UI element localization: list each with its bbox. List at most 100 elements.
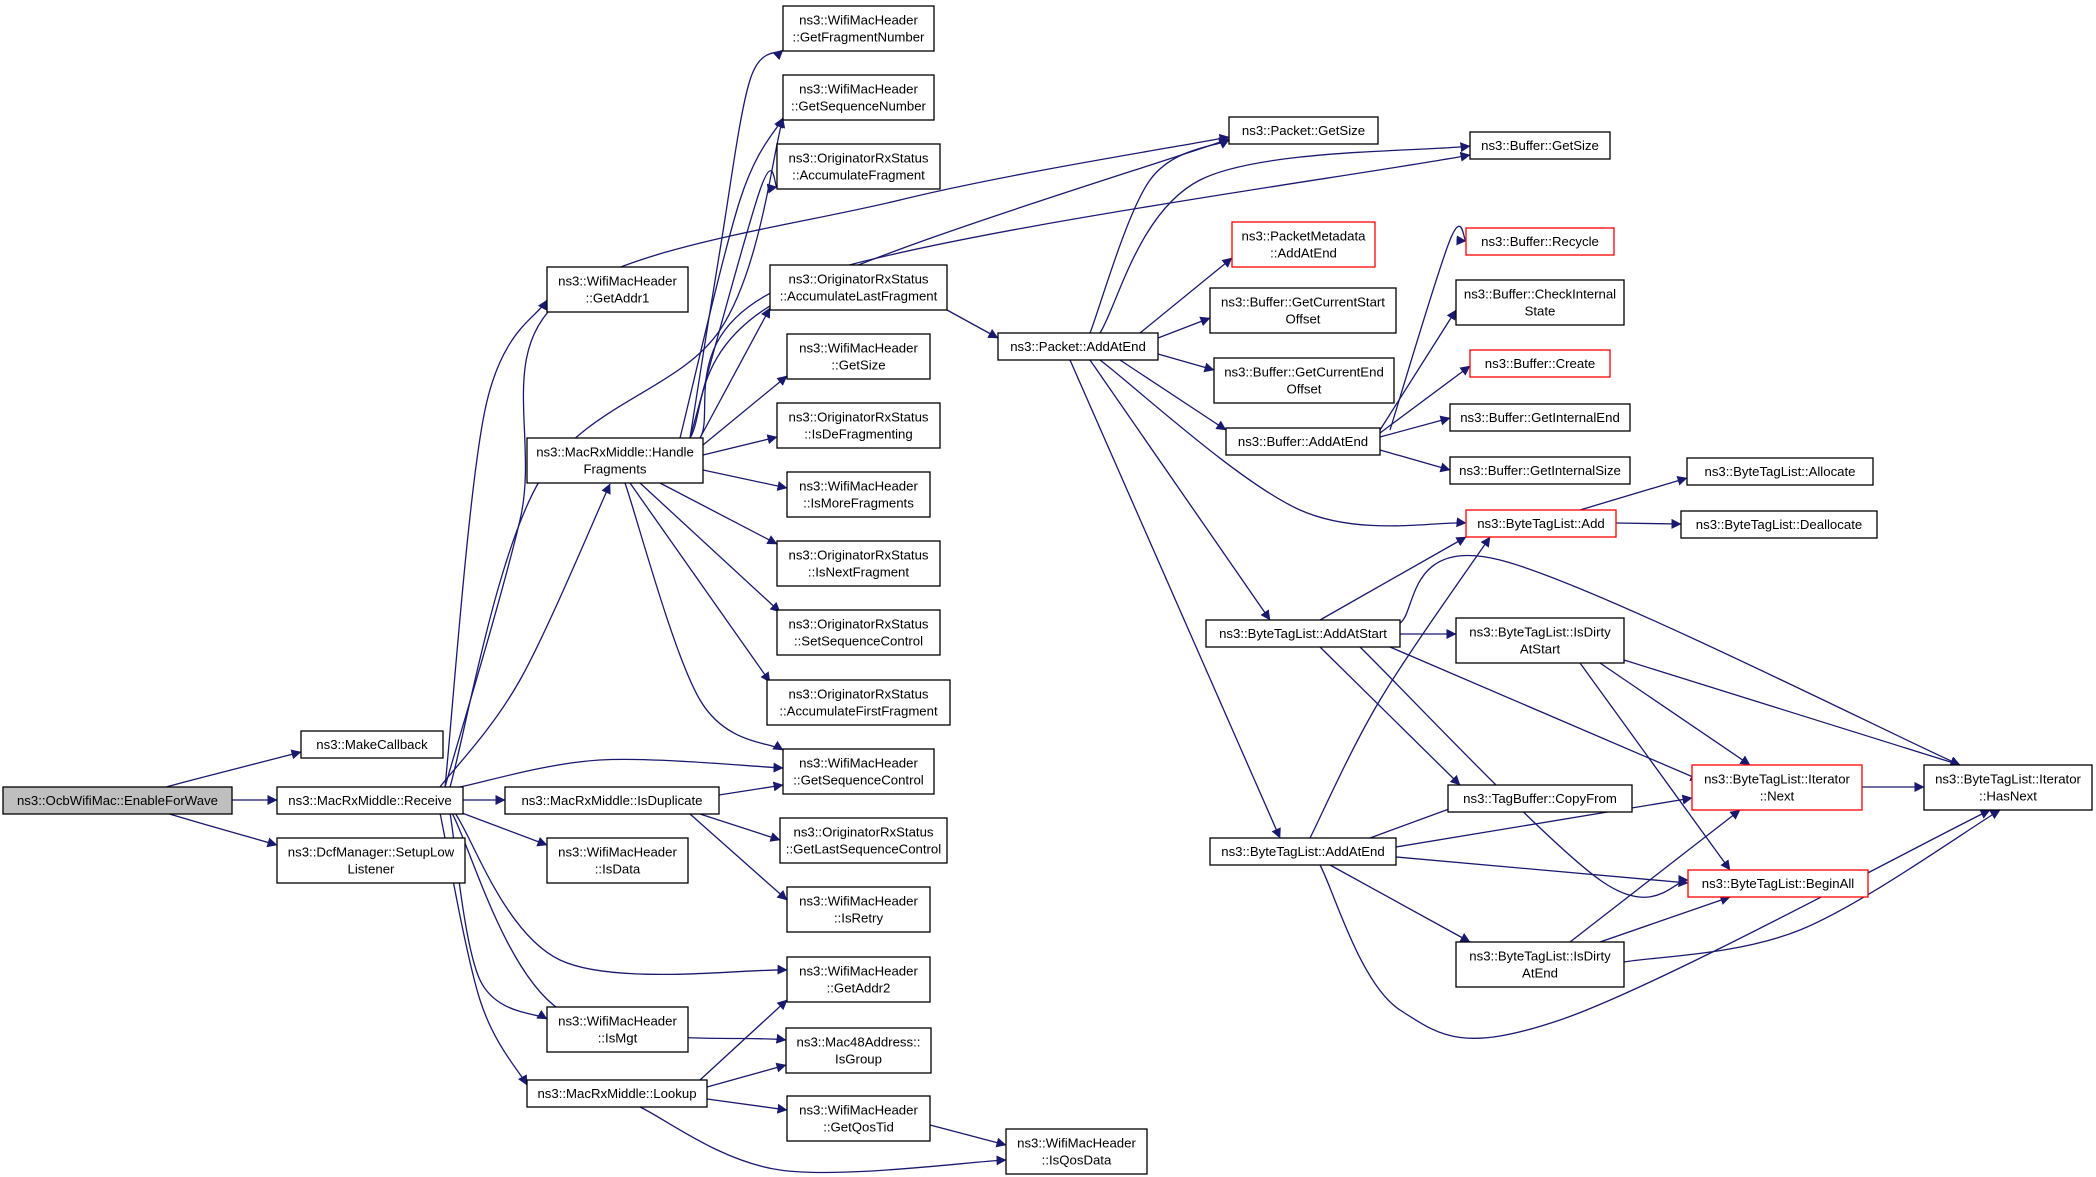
node-beginall[interactable]: ns3::ByteTagList::BeginAll [1687,869,1869,898]
node-getqostid[interactable]: ns3::WifiMacHeader::GetQosTid [786,1095,931,1142]
edge-bufaddatend-to-bufcheck [1379,309,1457,431]
node-acclast[interactable]: ns3::OriginatorRxStatus::AccumulateLastF… [769,264,948,311]
node-isqosdata[interactable]: ns3::WifiMacHeader::IsQosData [1005,1128,1148,1175]
edge-handlefrag-to-getfragnum [689,49,784,439]
node-getseqnum[interactable]: ns3::WifiMacHeader::GetSequenceNumber [782,74,935,121]
edge-receive-to-getseqctl [459,758,784,788]
node-label: IsGroup [835,1052,882,1067]
node-label: ::AccumulateFirstFragment [779,704,938,719]
node-bufintsize[interactable]: ns3::Buffer::GetInternalSize [1449,456,1631,485]
node-isretry[interactable]: ns3::WifiMacHeader::IsRetry [786,886,931,933]
edge-btldirtystart-to-beginall [1579,662,1731,871]
node-box [504,786,720,815]
node-bufintend[interactable]: ns3::Buffer::GetInternalEnd [1449,403,1631,432]
node-label: ns3::Buffer::GetCurrentStart [1221,295,1385,310]
node-label: ns3::Packet::GetSize [1242,123,1365,138]
node-box [1687,869,1869,898]
node-isgroup[interactable]: ns3::Mac48Address::IsGroup [785,1027,932,1074]
node-isdup[interactable]: ns3::MacRxMiddle::IsDuplicate [504,786,720,815]
node-setseqctl[interactable]: ns3::OriginatorRxStatus::SetSequenceCont… [776,609,941,656]
node-label: ns3::WifiMacHeader [799,82,918,97]
node-box [276,837,466,884]
node-box [526,437,704,484]
node-receive[interactable]: ns3::MacRxMiddle::Receive [276,786,464,815]
node-label: ::GetSequenceNumber [791,99,926,114]
node-label: ::GetAddr2 [827,981,891,996]
node-label: ns3::WifiMacHeader [799,479,918,494]
node-box [786,333,931,380]
node-btladdatstart[interactable]: ns3::ByteTagList::AddAtStart [1205,619,1401,648]
node-pktgetsize[interactable]: ns3::Packet::GetSize [1228,116,1379,145]
node-label: ns3::OcbWifiMac::EnableForWave [17,793,218,808]
node-label: ns3::ByteTagList::IsDirty [1469,625,1611,640]
edge-btladdatstart-to-beginall [1359,646,1689,898]
node-bufaddatend[interactable]: ns3::Buffer::AddAtEnd [1225,427,1381,456]
node-label: ns3::Mac48Address:: [797,1035,921,1050]
node-box [276,786,464,815]
node-label: ns3::ByteTagList::AddAtEnd [1221,844,1384,859]
edge-receive-to-getseqnum [449,117,786,788]
node-accfirst[interactable]: ns3::OriginatorRxStatus::AccumulateFirst… [766,679,951,726]
node-label: ::IsQosData [1042,1153,1112,1168]
node-label: ::GetSequenceControl [793,773,924,788]
node-getaddr1[interactable]: ns3::WifiMacHeader::GetAddr1 [546,266,689,313]
node-getseqctl[interactable]: ns3::WifiMacHeader::GetSequenceControl [782,748,935,795]
node-getlastseq[interactable]: ns3::OriginatorRxStatus::GetLastSequence… [779,817,948,864]
node-label: ns3::TagBuffer::CopyFrom [1463,791,1617,806]
node-bufcreate[interactable]: ns3::Buffer::Create [1469,349,1611,378]
node-box [526,1079,708,1108]
node-pmaddatend[interactable]: ns3::PacketMetadata::AddAtEnd [1231,221,1376,268]
node-box [1469,131,1611,160]
node-label: ns3::OriginatorRxStatus [794,825,934,840]
node-accfrag[interactable]: ns3::OriginatorRxStatus::AccumulateFragm… [776,143,941,190]
node-label: ns3::Packet::AddAtEnd [1010,339,1146,354]
node-enable[interactable]: ns3::OcbWifiMac::EnableForWave [2,786,233,815]
node-box [1209,837,1397,866]
node-label: ns3::MacRxMiddle::Receive [288,793,451,808]
edge-enable-to-dcf [165,812,278,848]
node-isdefrag[interactable]: ns3::OriginatorRxStatus::IsDeFragmenting [776,402,941,449]
node-tagbufcopy[interactable]: ns3::TagBuffer::CopyFrom [1447,784,1633,813]
node-makecb[interactable]: ns3::MakeCallback [300,730,444,759]
node-box [782,748,935,795]
node-label: Offset [1287,382,1322,397]
node-box [1923,764,2093,811]
edge-lookup-to-getaddr2 [699,999,788,1081]
node-pktaddatend[interactable]: ns3::Packet::AddAtEnd [997,332,1159,361]
node-ismorefrag[interactable]: ns3::WifiMacHeader::IsMoreFragments [786,471,931,518]
node-btlallocate[interactable]: ns3::ByteTagList::Allocate [1686,457,1874,486]
edge-handlefrag-to-bufgetsize [699,151,1471,439]
node-label: ns3::ByteTagList::BeginAll [1702,876,1855,891]
node-btladdatend[interactable]: ns3::ByteTagList::AddAtEnd [1209,837,1397,866]
node-lookup[interactable]: ns3::MacRxMiddle::Lookup [526,1079,708,1108]
edge-enable-to-makecb [165,749,302,788]
node-getfragnum[interactable]: ns3::WifiMacHeader::GetFragmentNumber [782,5,935,52]
edge-pktaddatend-to-pmaddatend [1139,257,1233,334]
node-btldealloc[interactable]: ns3::ByteTagList::Deallocate [1680,510,1878,539]
edge-lookup-to-getqostid [706,1098,788,1114]
node-box [769,264,948,311]
edge-bufaddatend-to-bufintend [1379,415,1451,438]
node-getsize[interactable]: ns3::WifiMacHeader::GetSize [786,333,931,380]
node-ismgt[interactable]: ns3::WifiMacHeader::IsMgt [546,1006,689,1053]
node-isnextfrag[interactable]: ns3::OriginatorRxStatus::IsNextFragment [776,540,941,587]
node-getaddr2[interactable]: ns3::WifiMacHeader::GetAddr2 [786,956,931,1003]
node-iternext[interactable]: ns3::ByteTagList::Iterator::Next [1691,764,1863,811]
node-label: ::SetSequenceControl [794,634,923,649]
node-bufrecycle[interactable]: ns3::Buffer::Recycle [1465,227,1615,256]
edge-btldirtyend-to-beginall [1599,895,1731,943]
node-isdata[interactable]: ns3::WifiMacHeader::IsData [546,837,689,884]
node-box [1231,221,1376,268]
edge-btladdatend-to-btldirtyend [1329,864,1471,943]
node-box [1228,116,1379,145]
node-iterhasnext[interactable]: ns3::ByteTagList::Iterator::HasNext [1923,764,2093,811]
node-btladd[interactable]: ns3::ByteTagList::Add [1465,509,1617,538]
node-bufgetsize[interactable]: ns3::Buffer::GetSize [1469,131,1611,160]
